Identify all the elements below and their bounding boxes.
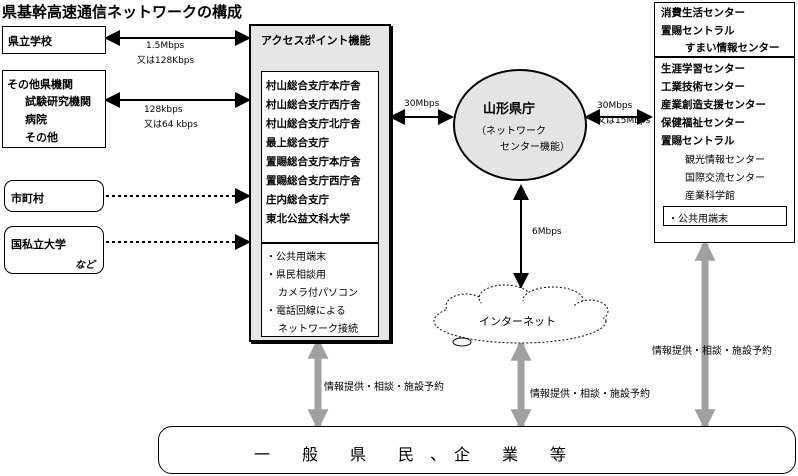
service-item: ネットワーク接続 — [278, 324, 358, 335]
site-item: 村山総合支庁北庁舎 — [266, 118, 361, 130]
site-item: 庄内総合支庁 — [266, 194, 329, 206]
center-sub-line1: （ネットワーク — [476, 126, 546, 137]
internet-label: インターネット — [479, 315, 556, 328]
right-main-item: 保健福祉センター — [661, 117, 745, 129]
right-main-item: 生涯学習センター — [661, 63, 745, 75]
access-point-site-list: 村山総合支庁本庁舎 村山総合支庁西庁舎 村山総合支庁北庁舎 最上総合支庁 置賜総… — [261, 71, 379, 243]
site-item: 最上総合支庁 — [266, 137, 329, 149]
site-item: 東北公益文科大学 — [266, 213, 350, 225]
center-name: 山形県庁 — [483, 102, 536, 117]
service-item: ・電話回線による — [266, 306, 346, 317]
site-item: 村山総合支庁本庁舎 — [266, 80, 361, 92]
ap-center-speed-label: 30Mbps — [404, 99, 440, 109]
right-main-item: 置賜セントラル — [661, 135, 735, 147]
right-top-box: 消費生活センター 置賜セントラル すまい情報センター — [654, 2, 795, 57]
general-public-box: 一 般 県 民 、 企 業 等 — [158, 426, 796, 474]
center-right-speed-label: 30Mbps — [597, 101, 633, 111]
right-main-item: 産業創造支援センター — [661, 99, 766, 111]
public-terminal-box: ・公共用端末 — [663, 206, 787, 226]
school-speed-label: 1.5Mbps — [146, 41, 185, 51]
public-terminal-label: ・公共用端末 — [668, 214, 728, 225]
general-public-label: 一 般 県 民 、 企 業 等 — [254, 445, 567, 464]
access-point-panel: アクセスポイント機能 村山総合支庁本庁舎 村山総合支庁西庁舎 村山総合支庁北庁舎… — [249, 24, 391, 342]
right-sub-item: 国際交流センター — [685, 173, 765, 184]
other-speed-alt-label: 又は64 kbps — [144, 120, 198, 130]
center-right-speed-alt-label: 又は15Mbps — [597, 116, 651, 126]
right-main-box: 生涯学習センター 工業技術センター 産業創造支援センター 保健福祉センター 置賜… — [654, 57, 795, 243]
service-item: ・公共用端末 — [266, 252, 326, 263]
access-point-service-list: ・公共用端末 ・県民相談用 カメラ付パソコン ・電話回線による ネットワーク接続 — [261, 243, 379, 337]
service-item: ・県民相談用 — [266, 270, 326, 281]
other-speed-label: 128kbps — [144, 105, 183, 115]
school-speed-alt-label: 又は128Kbps — [137, 56, 195, 66]
other-agencies-box: その他県機関 試験研究機関 病院 その他 — [2, 70, 106, 148]
internet-speed-label: 6Mbps — [532, 227, 562, 237]
right-main-item: 工業技術センター — [661, 81, 745, 93]
access-point-header: アクセスポイント機能 — [261, 34, 371, 47]
cloud-puff — [452, 337, 472, 347]
right-top-item: 消費生活センター — [661, 7, 745, 19]
university-box: 国私立大学 など — [4, 226, 104, 274]
center-sub-line2: センター機能） — [500, 142, 570, 153]
right-top-item: 置賜セントラル — [661, 25, 735, 37]
diagram-title: 県基幹高速通信ネットワークの構成 — [2, 3, 243, 21]
site-item: 置賜総合支庁本庁舎 — [266, 156, 361, 168]
site-item: 置賜総合支庁西庁舎 — [266, 175, 361, 187]
service-item: カメラ付パソコン — [278, 288, 358, 299]
right-sub-item: 観光情報センター — [685, 155, 765, 166]
prefectural-school-box: 県立学校 — [2, 26, 106, 54]
right-sub-item: 産業科学館 — [685, 191, 735, 202]
municipality-box: 市町村 — [4, 180, 104, 212]
ap-service-label: 情報提供・相談・施設予約 — [324, 382, 444, 393]
right-top-item: すまい情報センター — [685, 42, 780, 54]
site-item: 村山総合支庁西庁舎 — [266, 99, 361, 111]
prefecture-office-ellipse — [453, 69, 587, 181]
right-service-label: 情報提供・相談・施設予約 — [652, 346, 772, 357]
internet-service-label: 情報提供・相談・施設予約 — [530, 389, 650, 400]
